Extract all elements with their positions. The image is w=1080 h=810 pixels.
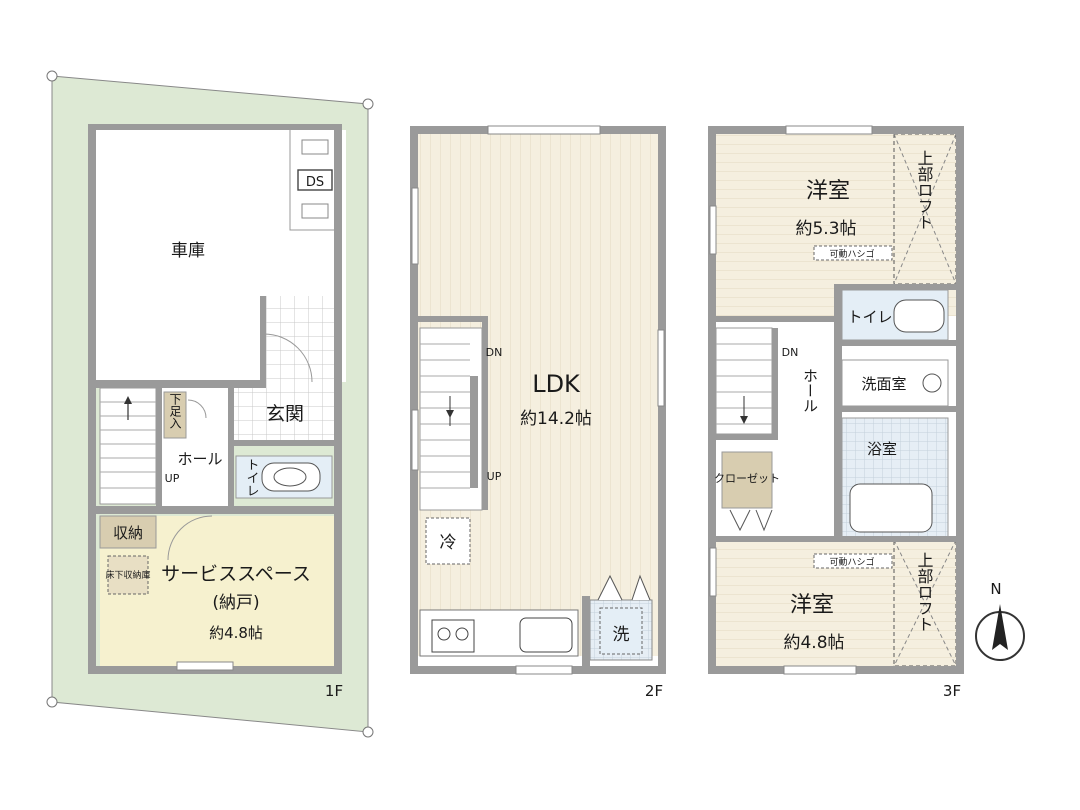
fridge <box>425 517 471 565</box>
closet-3f <box>721 451 773 509</box>
stair-3f-down: DN <box>782 346 799 359</box>
ladder-south <box>813 553 893 569</box>
toilet-3f-label: トイレ <box>847 308 892 326</box>
floor-1f-label: 1F <box>325 682 343 700</box>
sink <box>519 617 573 653</box>
toilet-1f-label: トイレ <box>244 458 259 497</box>
floor-3f-label: 3F <box>943 682 961 700</box>
stair-2f-down: DN <box>486 346 503 359</box>
service-space-label: サービススペース <box>161 563 311 585</box>
stair-2f-up: UP <box>487 470 502 483</box>
stair-1f-up: UP <box>165 472 180 485</box>
lot-corner-marker <box>362 726 374 738</box>
closet-3f-label: クローゼット <box>714 472 780 485</box>
ds-label: DS <box>306 175 324 190</box>
shoe-storage-label: 下足入 <box>168 393 182 429</box>
floor-2f: LDK 約14.2帖 冷 洗 DN UP 2F <box>410 125 666 700</box>
bathtub <box>849 483 933 533</box>
ldk-area: 約14.2帖 <box>520 409 592 429</box>
washer <box>599 607 643 655</box>
floor-3f: 洋室 約5.3帖 洋室 約4.8帖 上部ロフト 上部ロフト 可動ハシゴ 可動ハシ… <box>708 125 964 700</box>
room-south-area: 約4.8帖 <box>783 633 844 653</box>
shoe-storage <box>163 391 187 439</box>
compass-arrow-icon <box>992 604 1008 650</box>
compass: N <box>975 580 1025 661</box>
hall-3f-label: ホール <box>801 368 819 413</box>
washer-label: 洗 <box>613 625 630 645</box>
ladder-south-label: 可動ハシゴ <box>829 556 874 568</box>
closet-1f-label: 収納 <box>113 524 143 542</box>
underfloor-storage <box>107 555 149 595</box>
loft-south-label: 上部ロフト <box>915 552 934 632</box>
lot-corner-marker <box>362 98 374 110</box>
ldk-label: LDK <box>532 370 581 398</box>
lot-corner-marker <box>46 696 58 708</box>
entrance-1f <box>234 388 334 440</box>
service-space-area: 約4.8帖 <box>209 624 263 642</box>
stove <box>431 619 475 653</box>
hall-1f-label: ホール <box>177 450 222 468</box>
entrance-porch <box>264 296 334 388</box>
fridge-label: 冷 <box>440 533 457 553</box>
floor-1f: 車庫 DS 玄関 ホール トイレ 下足入 収納 床下収納庫 サービススペース (… <box>46 70 374 738</box>
compass-north-label: N <box>990 580 1001 598</box>
entrance-label: 玄関 <box>266 403 304 425</box>
washroom-label: 洗面室 <box>861 375 906 393</box>
floor-2f-label: 2F <box>645 682 663 700</box>
lot-corner-marker <box>46 70 58 82</box>
ladder-north-label: 可動ハシゴ <box>829 248 874 260</box>
loft-north-label: 上部ロフト <box>915 150 934 230</box>
bathroom-label: 浴室 <box>867 440 897 458</box>
closet-1f-box <box>99 515 157 549</box>
underfloor-storage-label: 床下収納庫 <box>105 569 150 581</box>
room-north-area: 約5.3帖 <box>795 219 856 239</box>
room-south-label: 洋室 <box>790 593 834 618</box>
storeroom-label: (納戸) <box>212 593 259 613</box>
garage-label: 車庫 <box>171 241 205 261</box>
room-north-label: 洋室 <box>806 179 850 204</box>
ladder-north <box>813 245 893 261</box>
